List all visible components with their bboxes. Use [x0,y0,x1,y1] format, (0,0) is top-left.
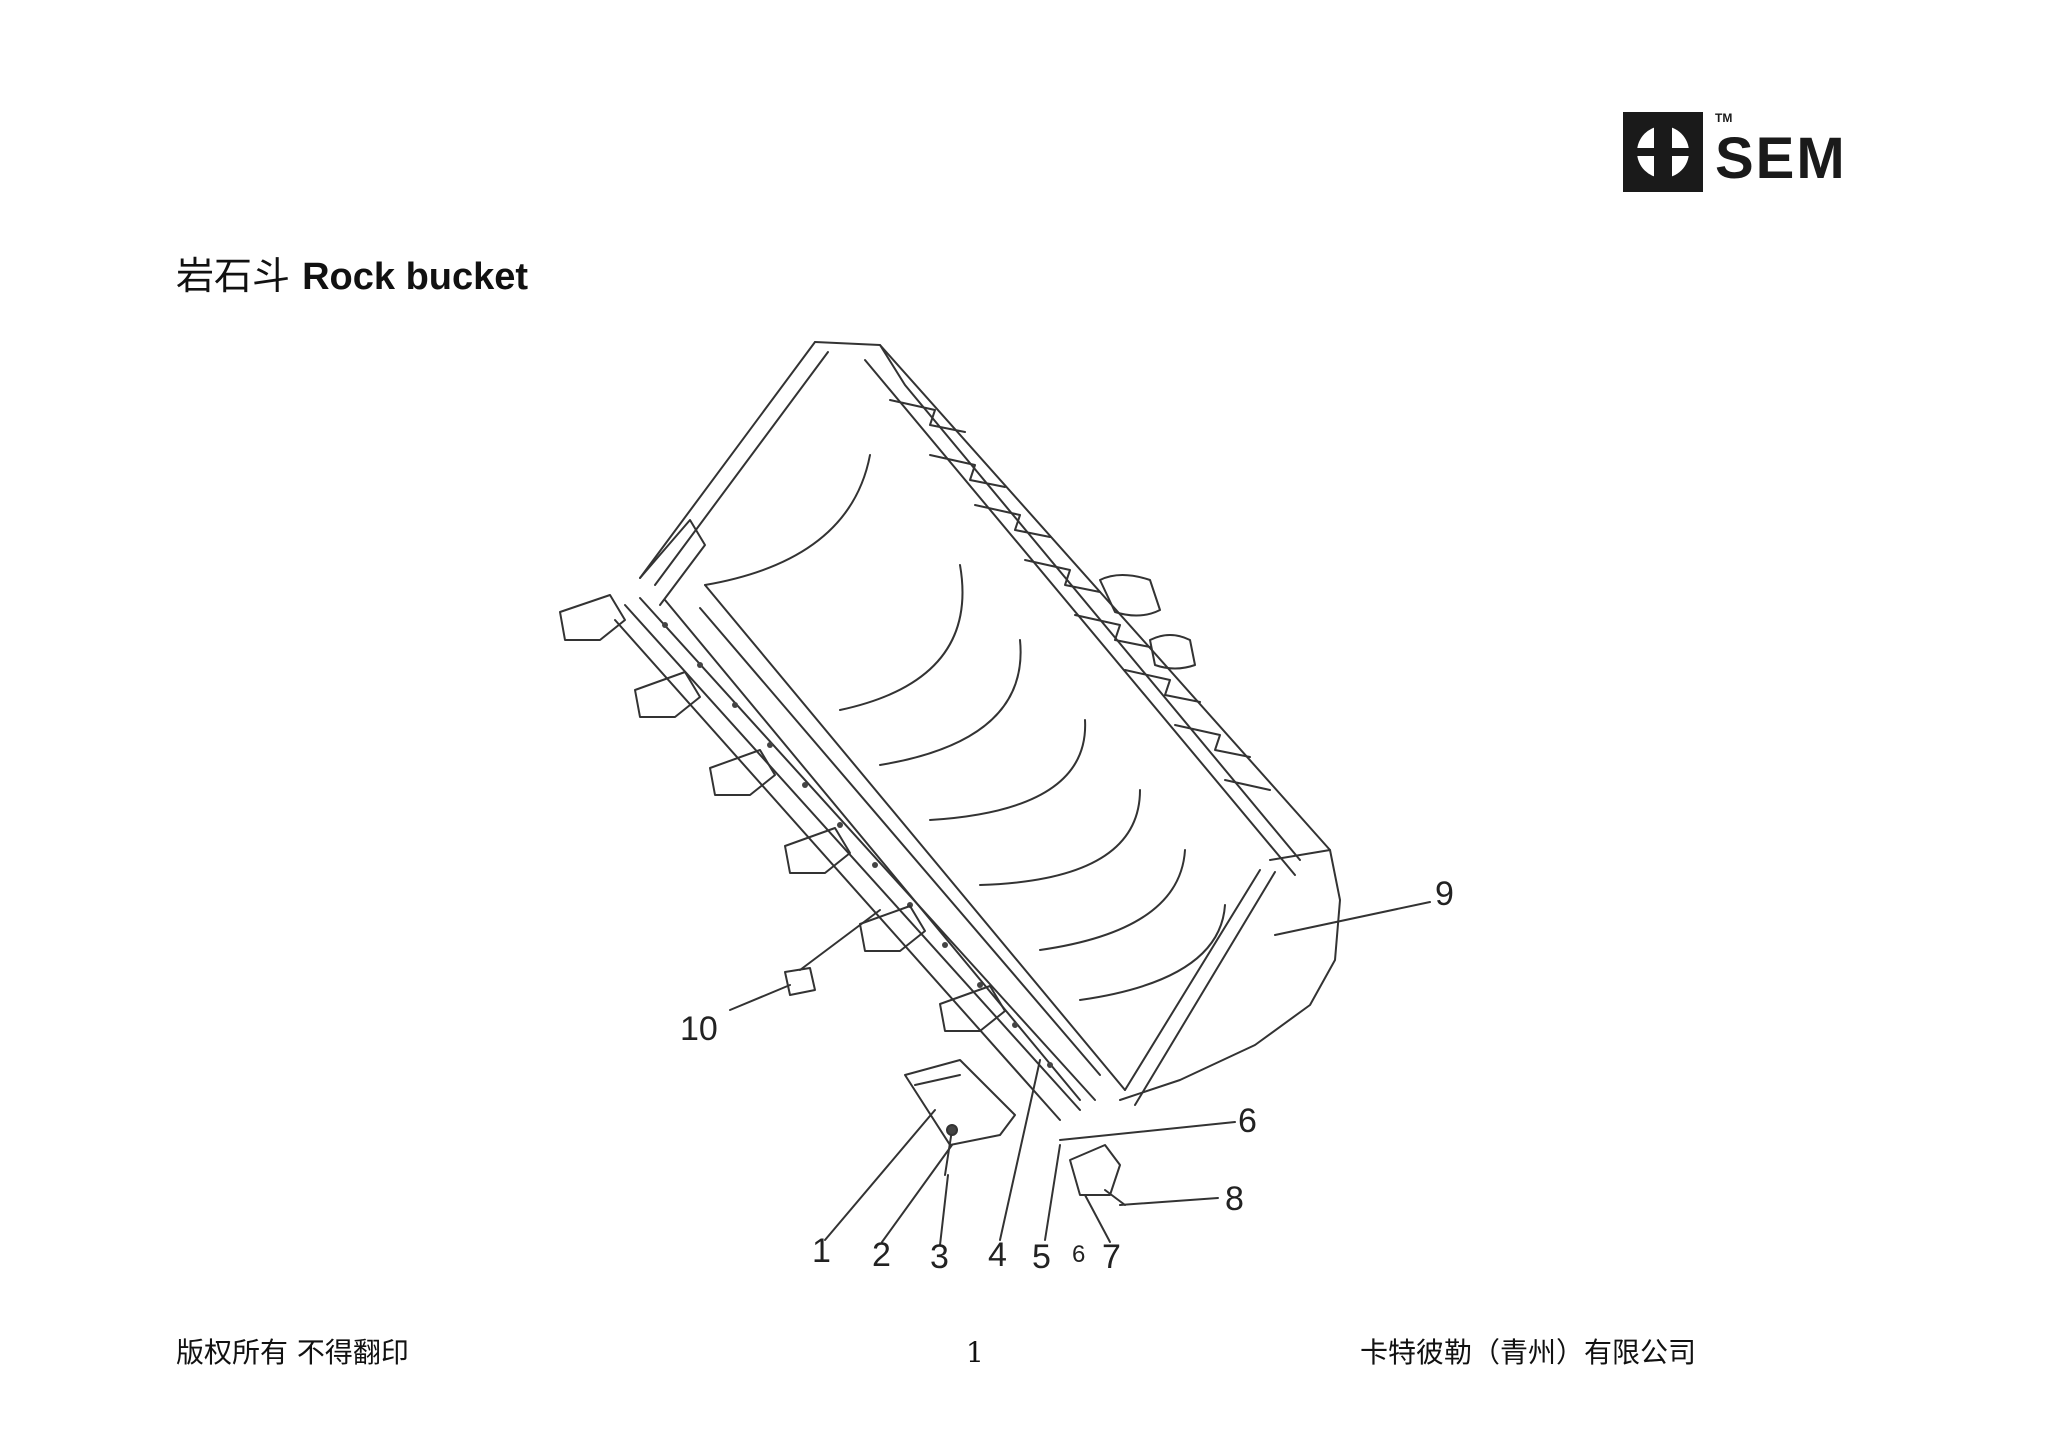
leader-1 [824,1109,936,1241]
bucket-back-rail [639,341,816,579]
leader-5 [1044,1144,1061,1241]
bucket-inner-curve [704,454,871,586]
trademark-mark: TM [1715,111,1732,125]
callout-6-small: 6 [1072,1241,1085,1268]
title-english: Rock bucket [302,256,529,298]
footer-company: 卡特彼勒（青州）有限公司 [1360,1336,1697,1369]
callout-5: 5 [1032,1238,1051,1276]
page-title: 岩石斗 Rock bucket [176,252,528,301]
retainer-part [1104,1189,1126,1206]
title-chinese: 岩石斗 [176,254,291,298]
leader-10 [729,984,791,1011]
tooth [559,594,626,641]
bucket-top-edge [814,341,1331,851]
leader-8 [1119,1197,1219,1206]
sem-logo: TM SEM [1623,111,1847,192]
tooth [634,671,701,718]
leader-2 [881,1144,953,1243]
leader-3 [939,1174,949,1246]
callout-1: 1 [812,1232,831,1270]
bracket-10 [784,967,816,996]
callout-4: 4 [988,1236,1007,1274]
tooth [784,827,851,874]
leader-9 [1274,901,1431,936]
callout-10: 10 [680,1010,718,1048]
tooth-adapter-part [904,1059,1016,1146]
footer-page-number: 1 [966,1336,984,1369]
pin-part [944,1129,953,1176]
callout-2: 2 [872,1236,891,1274]
cutting-edge [624,604,1081,1111]
leader-10b [799,909,881,971]
corner-protector-part [1069,1144,1121,1196]
callout-8: 8 [1225,1180,1244,1218]
callout-6: 6 [1238,1102,1257,1140]
callout-7: 7 [1102,1238,1121,1276]
logo-wordmark: SEM [1715,126,1847,191]
callout-3: 3 [930,1238,949,1276]
leader-6 [1059,1121,1236,1141]
tooth [859,905,926,952]
footer-copyright: 版权所有 不得翻印 [176,1336,409,1369]
leader-4 [999,1059,1041,1241]
bucket-rear-plate [879,344,1301,861]
tooth [939,985,1006,1032]
bucket-rear-plate-inner [864,359,1296,876]
leader-7 [1084,1194,1111,1243]
bucket-side-plate [1119,849,1341,1101]
bucket-back-rail-inner [654,351,829,586]
tooth [709,749,776,796]
callout-9: 9 [1435,875,1454,913]
